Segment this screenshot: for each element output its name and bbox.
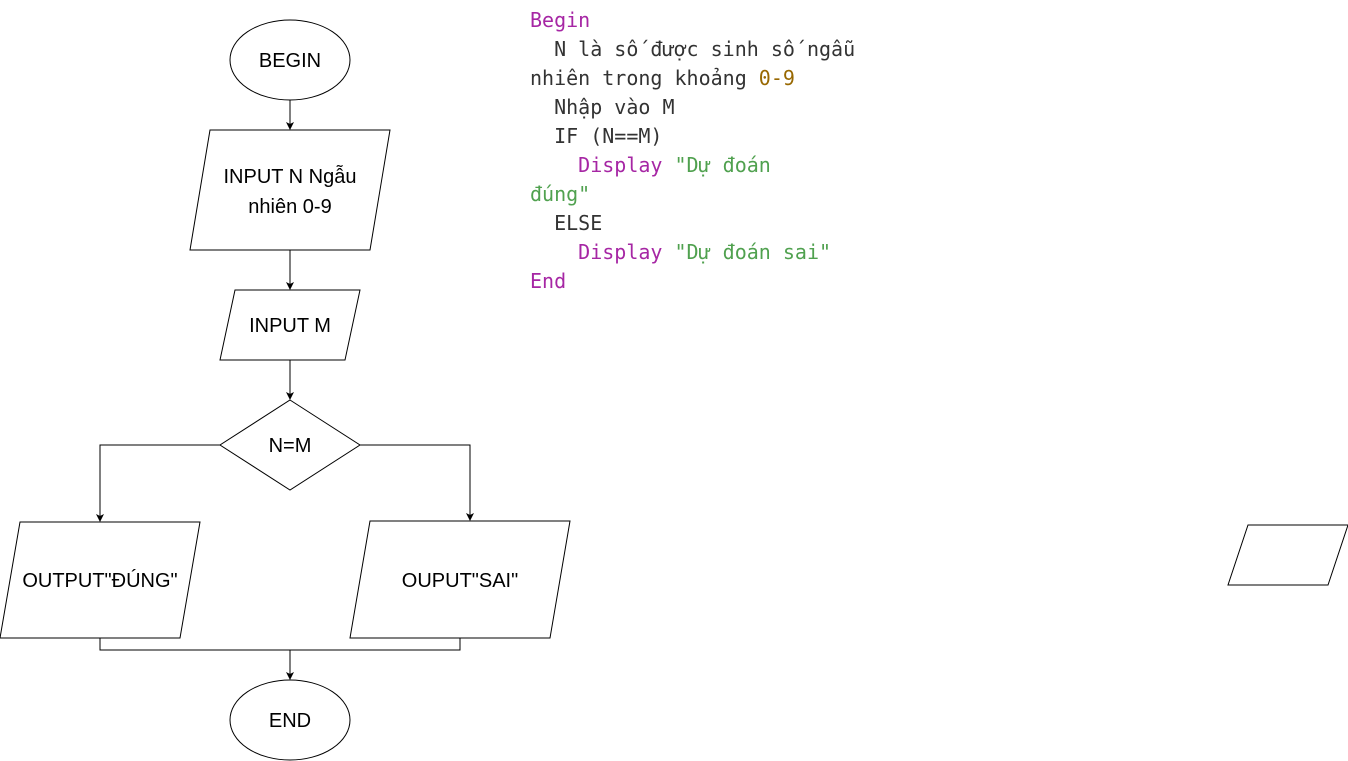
input-n-label-line1: INPUT N Ngẫu: [223, 165, 356, 188]
code-keyword: Begin: [530, 8, 591, 32]
begin-node[interactable]: BEGIN: [229, 19, 351, 101]
code-keyword: Display: [578, 153, 663, 177]
code-line-1: N là số được sinh số ngẫu: [530, 35, 855, 64]
code-string: đúng": [530, 182, 591, 206]
input-n-parallelogram: [189, 129, 391, 251]
output-true-label: OUTPUT"ĐÚNG": [22, 569, 177, 592]
output-false-label: OUPUT"SAI": [402, 570, 518, 592]
edge-decision-to-output-true: [96, 444, 220, 522]
end-label: END: [269, 710, 311, 732]
output-true-parallelogram: [0, 521, 201, 639]
decision-diamond: [219, 399, 361, 491]
output-false-parallelogram: [349, 520, 571, 639]
code-indent: [530, 240, 578, 264]
output-true-node[interactable]: OUTPUT"ĐÚNG": [0, 521, 201, 639]
code-line-4: IF (N==M): [530, 122, 855, 151]
code-indent: [530, 153, 578, 177]
code-line-7: ELSE: [530, 209, 855, 238]
code-line-2: nhiên trong khoảng 0-9: [530, 64, 855, 93]
empty-parallelogram[interactable]: [1227, 524, 1348, 586]
begin-ellipse: [229, 19, 351, 101]
edge-decision-to-output-false: [360, 444, 474, 521]
code-line-8: Display "Dự đoán sai": [530, 238, 855, 267]
edge-outputs-merge: [99, 638, 461, 651]
code-string: "Dự đoán sai": [674, 240, 832, 264]
input-m-parallelogram: [219, 289, 361, 361]
code-number: 0-9: [758, 66, 795, 90]
code-text: Nhập vào M: [530, 95, 675, 119]
pseudocode-block: Begin N là số được sinh số ngẫu nhiên tr…: [530, 6, 855, 296]
decision-label: N=M: [269, 435, 312, 457]
code-keyword: Display: [578, 240, 663, 264]
code-line-end: End: [530, 267, 855, 296]
code-text: IF (N==M): [530, 124, 663, 148]
input-n-label-line2: nhiên 0-9: [248, 196, 331, 218]
decision-node[interactable]: N=M: [219, 399, 361, 491]
end-ellipse: [229, 679, 351, 761]
code-line-6: đúng": [530, 180, 855, 209]
code-text: nhiên trong khoảng: [530, 66, 759, 90]
input-n-node[interactable]: INPUT N Ngẫu nhiên 0-9: [189, 129, 391, 251]
code-line-5: Display "Dự đoán: [530, 151, 855, 180]
code-keyword: End: [530, 269, 567, 293]
input-m-label: INPUT M: [249, 315, 331, 337]
end-node[interactable]: END: [229, 679, 351, 761]
code-text: ELSE: [530, 211, 603, 235]
code-text: N là số được sinh số ngẫu: [530, 37, 856, 61]
code-string: "Dự đoán: [674, 153, 771, 177]
code-line-begin: Begin: [530, 6, 855, 35]
output-false-node[interactable]: OUPUT"SAI": [349, 520, 571, 639]
code-line-3: Nhập vào M: [530, 93, 855, 122]
input-m-node[interactable]: INPUT M: [219, 289, 361, 361]
begin-label: BEGIN: [259, 50, 321, 72]
